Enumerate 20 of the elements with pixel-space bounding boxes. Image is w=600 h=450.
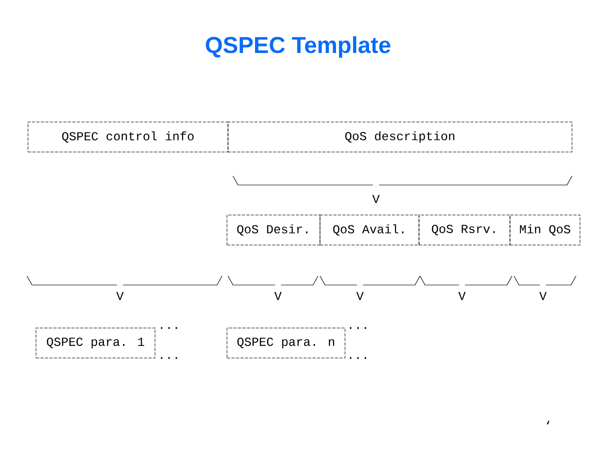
field-box: QSPEC control info [28,122,228,152]
ellipsis: ... [346,327,370,329]
field-box: QoS Rsrv. [418,214,510,246]
ellipsis: ... [158,327,180,329]
brace-tip: V [274,292,282,300]
field-box: QSPEC para. n [226,328,346,358]
brace-tip: V [458,292,466,300]
title: QSPEC Template [206,36,390,58]
brace-tip: V [372,194,380,204]
mark: ‘ [544,420,552,430]
field-box: QoS Desir. [226,214,320,246]
field-box: QoS Avail. [320,214,420,246]
brace-tip: V [356,292,364,300]
field-box: Min QoS [510,214,580,246]
brace-tip: V [116,292,124,300]
brace-tip: V [539,292,547,300]
field-box: QoS description [228,122,572,152]
ellipsis: ... [346,357,370,359]
field-box: QSPEC para. 1 [36,328,156,358]
ellipsis: ... [158,357,180,359]
